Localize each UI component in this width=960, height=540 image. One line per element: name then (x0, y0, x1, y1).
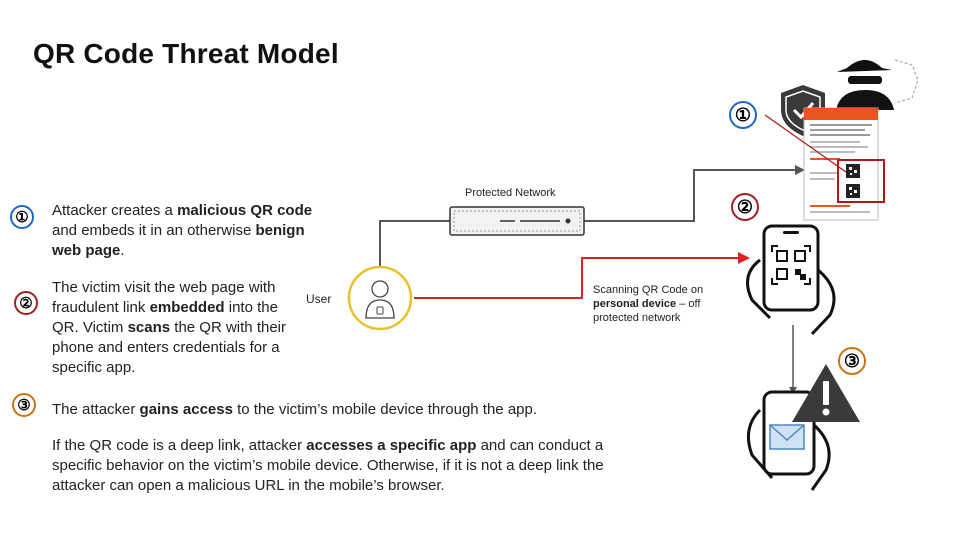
step-2-bold: embedded (149, 299, 225, 316)
network-label: Protected Network (465, 187, 556, 199)
warning-icon (792, 364, 860, 422)
webpage-icon (764, 107, 885, 221)
network-to-webpage-line (584, 169, 795, 222)
diagram-badge-3-number: ③ (843, 350, 861, 371)
user-to-network-line (379, 220, 450, 266)
diagram-badge-1-number: ① (734, 104, 752, 125)
step-2-part: The victim visit the web page with fraud… (52, 279, 276, 316)
user-label: User (306, 292, 332, 306)
arrowhead (795, 165, 805, 175)
scan-path-line (414, 257, 738, 299)
step-1-part: . (120, 242, 125, 259)
diagram-badge-2-number: ② (736, 196, 754, 217)
server-icon (449, 206, 585, 236)
diagram-badge-1: ① (729, 101, 757, 129)
step-1-bold: malicious QR code (177, 202, 313, 219)
step-1-number: ① (15, 209, 29, 226)
step-1-part: Attacker creates a (52, 202, 178, 219)
diagram-badge-3: ③ (838, 347, 866, 375)
step-3-part: to the victim’s mobile device through th… (232, 401, 538, 418)
step-2-text: The victim visit the web page with fraud… (52, 278, 297, 378)
step-2-badge: ② (14, 291, 38, 315)
step-1-badge: ① (10, 205, 34, 229)
step-3-part: If the QR code is a deep link, attacker (52, 437, 307, 454)
step-2-bold: scans (127, 319, 171, 336)
step-1-part: and embeds it in an otherwise (52, 222, 256, 239)
step-1-text: Attacker creates a malicious QR code and… (52, 201, 314, 261)
user-icon (347, 265, 413, 331)
step-3-badge: ③ (12, 393, 36, 417)
step-3-part: The attacker (52, 401, 140, 418)
scan-label-part: – off protected network (593, 298, 701, 324)
step-2-part: into the QR. Victim (52, 299, 278, 336)
step-2-number: ② (19, 295, 33, 312)
qr-code-icon (771, 245, 811, 285)
hacker-icon (836, 59, 919, 110)
step-3-part: and can conduct a specific behavior on t… (52, 437, 604, 494)
step-1-bold: benign web page (52, 222, 305, 259)
diagram-badge-2: ② (731, 193, 759, 221)
step-3-line-2: If the QR code is a deep link, attacker … (52, 436, 652, 496)
step-3-bold: gains access (139, 401, 233, 418)
scan-label-part: Scanning QR Code on (593, 284, 704, 296)
scan-label: Scanning QR Code on personal device – of… (593, 283, 733, 325)
arrowhead (738, 252, 750, 264)
step-3-line-1: The attacker gains access to the victim’… (52, 400, 652, 420)
step-3-number: ③ (17, 397, 31, 414)
step-2-part: the QR with their phone and enters crede… (52, 319, 287, 376)
step-3-bold: accesses a specific app (306, 437, 477, 454)
page-title: QR Code Threat Model (33, 38, 339, 69)
scan-label-bold: personal device (593, 298, 677, 310)
phone-scan-icon (746, 224, 836, 336)
